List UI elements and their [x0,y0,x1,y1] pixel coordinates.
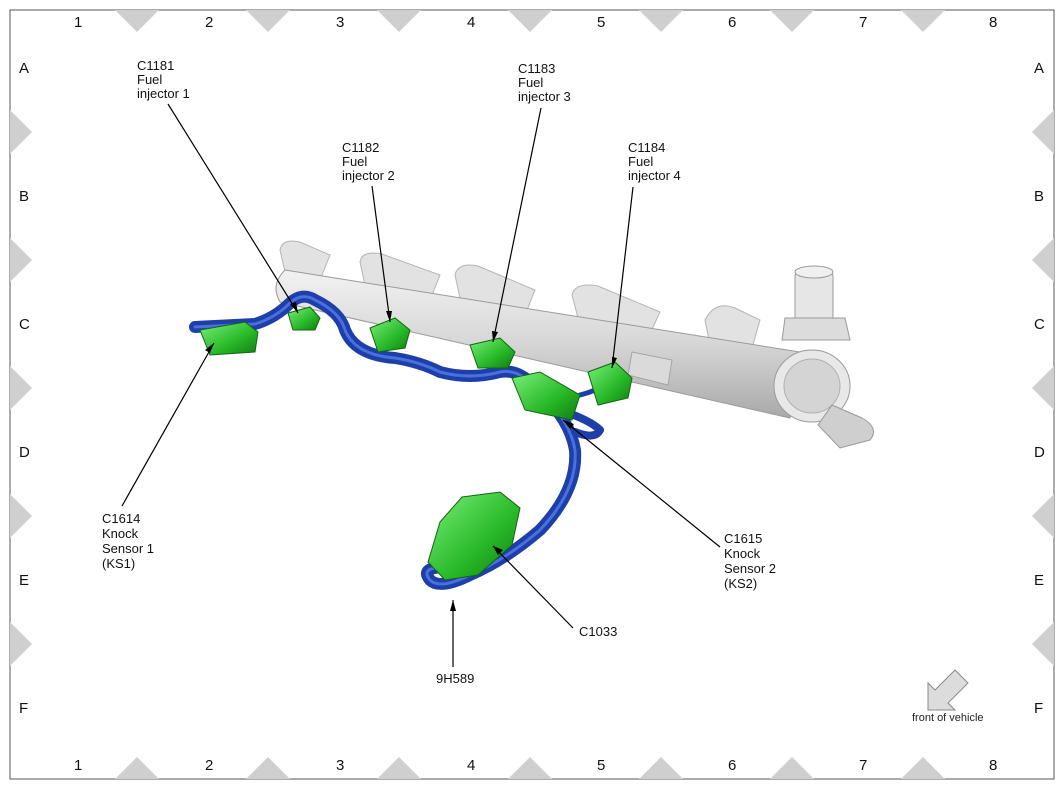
col-2-top: 2 [205,14,213,31]
row-d-left: D [19,444,30,461]
col-1-top: 1 [74,14,82,31]
callout-c1033: C1033 [579,624,617,639]
front-arrow-icon [927,669,969,711]
callout-c1181: C1181 Fuel injector 1 [137,58,190,101]
c1181-line-2: Fuel [137,72,162,87]
row-c-right: C [1034,316,1045,333]
row-a-right: A [1034,60,1044,77]
c1184-line-1: C1184 [628,140,665,155]
c1615-line-2: Knock [724,546,761,561]
leader-arrowheads [205,302,617,611]
9h589-line-1: 9H589 [436,671,474,686]
callout-c1184: C1184 Fuel injector 4 [628,140,681,183]
leader-lines [121,103,721,667]
c1614-line-2: Knock [102,526,139,541]
col-7-top: 7 [859,14,867,31]
c1182-line-1: C1182 [342,140,379,155]
col-4-top: 4 [467,14,475,31]
c1184-line-2: Fuel [628,154,653,169]
col-6-bottom: 6 [728,757,736,774]
row-labels-left: A B C D E F [19,60,30,717]
front-of-vehicle-label: front of vehicle [912,712,984,724]
c1183-line-2: Fuel [518,75,543,90]
row-labels-right: A B C D E F [1034,60,1045,717]
c1182-line-2: Fuel [342,154,367,169]
callout-c1182: C1182 Fuel injector 2 [342,140,395,183]
connector-c1183 [469,337,516,369]
row-a-left: A [19,60,29,77]
c1181-line-3: injector 1 [137,86,190,101]
c1614-line-3: Sensor 1 [102,541,154,556]
c1615-line-1: C1615 [724,531,762,546]
connector-c1033 [427,491,521,581]
c1615-line-3: Sensor 2 [724,561,776,576]
col-6-top: 6 [728,14,736,31]
col-5-top: 5 [597,14,605,31]
column-labels-top: 1 2 3 4 5 6 7 8 [74,14,997,31]
orientation-indicator: front of vehicle [912,669,984,724]
row-f-left: F [19,700,28,717]
col-4-bottom: 4 [467,757,475,774]
row-c-left: C [19,316,30,333]
connector-c1615 [511,371,581,421]
row-e-left: E [19,572,29,589]
fuel-rail [275,240,875,449]
col-8-bottom: 8 [989,757,997,774]
c1182-line-3: injector 2 [342,168,395,183]
col-3-bottom: 3 [336,757,344,774]
connector-c1182 [369,317,411,353]
col-5-bottom: 5 [597,757,605,774]
c1183-line-1: C1183 [518,61,555,76]
callout-c1615: C1615 Knock Sensor 2 (KS2) [724,531,776,591]
c1184-line-3: injector 4 [628,168,681,183]
col-3-top: 3 [336,14,344,31]
c1615-line-4: (KS2) [724,576,757,591]
c1181-line-1: C1181 [137,58,174,73]
callout-c1614: C1614 Knock Sensor 1 (KS1) [102,511,154,571]
connector-c1181 [287,306,321,331]
c1033-line-1: C1033 [579,624,617,639]
col-7-bottom: 7 [859,757,867,774]
c1183-line-3: injector 3 [518,89,571,104]
row-f-right: F [1034,700,1043,717]
col-8-top: 8 [989,14,997,31]
row-b-right: B [1034,188,1044,205]
c1614-line-1: C1614 [102,511,140,526]
row-b-left: B [19,188,29,205]
col-2-bottom: 2 [205,757,213,774]
row-e-right: E [1034,572,1044,589]
border-markers [10,10,1054,779]
c1614-line-4: (KS1) [102,556,135,571]
callout-9h589: 9H589 [436,671,474,686]
connector-c1184 [587,361,633,406]
column-labels-bottom: 1 2 3 4 5 6 7 8 [74,757,997,774]
callout-c1183: C1183 Fuel injector 3 [518,61,571,104]
col-1-bottom: 1 [74,757,82,774]
row-d-right: D [1034,444,1045,461]
